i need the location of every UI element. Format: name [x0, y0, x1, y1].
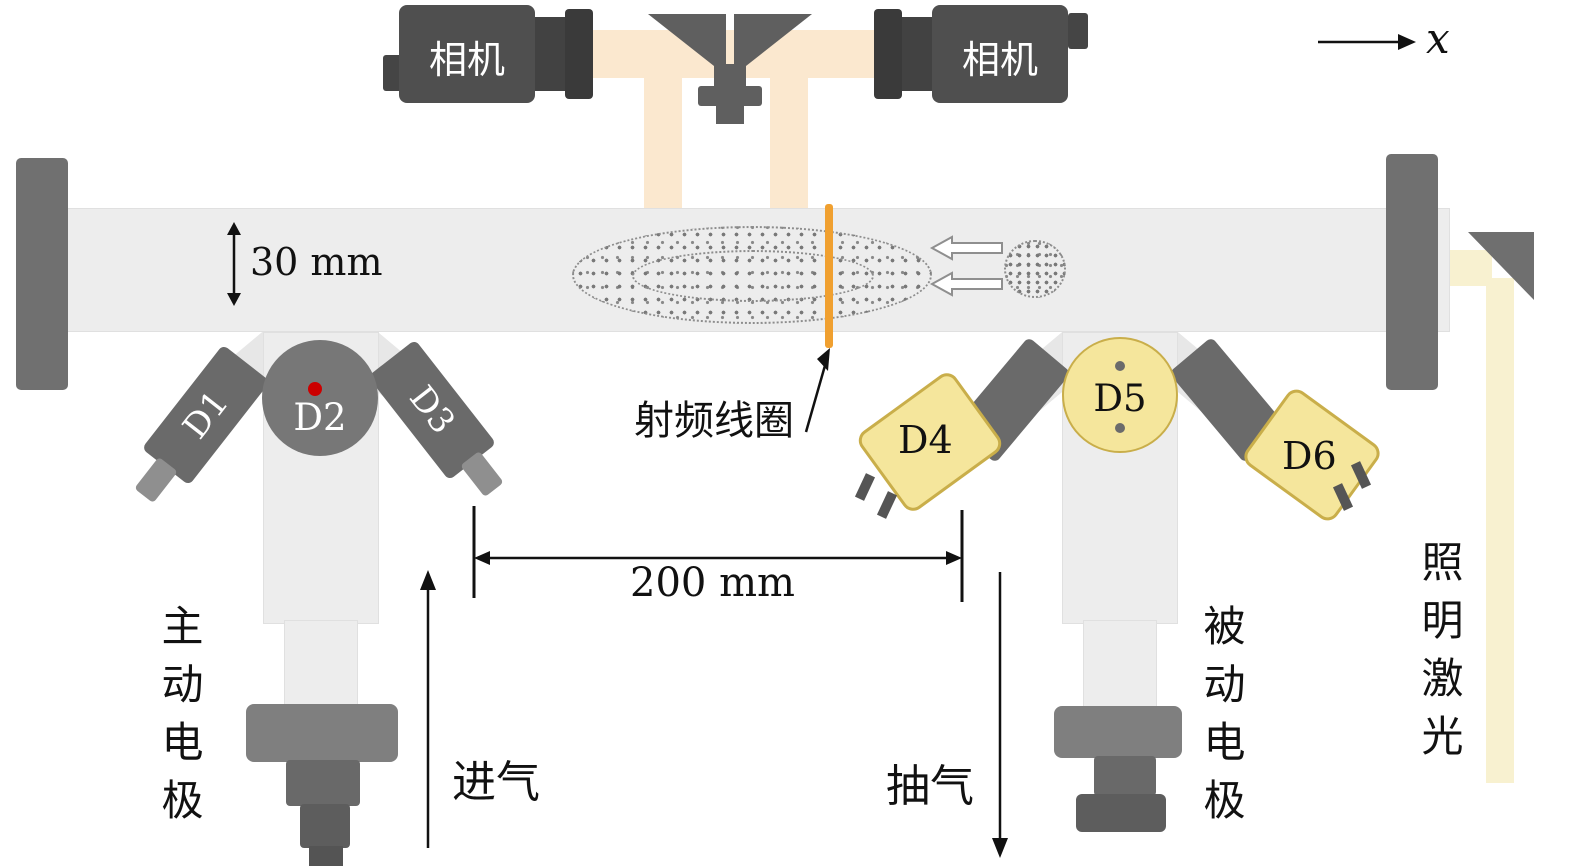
tube-endcap-right	[1386, 154, 1438, 390]
detector-d2-label: D2	[293, 396, 347, 439]
detector-d6-label: D6	[1282, 434, 1337, 478]
dust-cloud-small	[1004, 240, 1066, 298]
gas-flow-arrows-icon	[929, 235, 1003, 297]
electrode-stack-right-2	[1094, 756, 1156, 796]
rf-coil-label: 射频线圈	[634, 398, 794, 444]
laser-spot-red-dot	[308, 382, 322, 396]
tube-endcap-left	[16, 158, 68, 390]
tube-height-label: 30 mm	[250, 240, 383, 284]
detector-d5-dot-top	[1115, 361, 1125, 371]
electrode-stack-left-3	[300, 804, 350, 848]
camera-left-cap	[565, 9, 593, 99]
camera-right-cap	[874, 9, 902, 99]
electrode-spacing-arrow	[472, 506, 964, 602]
electrode-stack-left-1	[246, 704, 398, 762]
camera-left: 相机	[383, 5, 595, 107]
tube-height-arrow	[227, 222, 241, 306]
dust-cloud-inner-ring	[632, 250, 874, 302]
electrode-stack-left-2	[286, 760, 360, 806]
camera-left-lens	[535, 17, 565, 91]
x-axis-label: x	[1426, 14, 1450, 63]
gas-inlet-label: 进气	[452, 757, 540, 808]
detector-d4-label: D4	[898, 418, 953, 462]
electrode-stack-right-3	[1076, 794, 1166, 832]
illumination-laser-label: 照明激光	[1415, 540, 1464, 772]
rf-coil-line	[825, 204, 833, 348]
dust-dispenser-funnel	[648, 14, 812, 124]
gas-inlet-arrow	[420, 570, 436, 848]
vertical-tube-neck-left	[284, 620, 358, 712]
rf-coil-pointer-arrow	[804, 348, 830, 433]
dust-cloud-main	[572, 226, 932, 324]
camera-conduit-vertical-right	[770, 55, 808, 213]
detector-d5-window: D5	[1062, 337, 1178, 453]
detector-d5-label: D5	[1093, 377, 1147, 420]
detector-d4-pin-1	[854, 473, 876, 501]
detector-d5-dot-bottom	[1115, 423, 1125, 433]
camera-left-label: 相机	[428, 38, 505, 82]
camera-right-lens	[902, 17, 932, 91]
vertical-tube-neck-right	[1083, 620, 1157, 712]
detector-d1-label: D1	[175, 383, 237, 447]
active-electrode-label: 主动电极	[155, 604, 204, 836]
laser-mirror	[1468, 232, 1534, 300]
camera-conduit-vertical-left	[644, 55, 682, 213]
camera-right-knob	[1068, 13, 1088, 49]
detector-d3-label: D3	[401, 378, 463, 442]
detector-d2-window: D2	[262, 340, 378, 456]
camera-right-label: 相机	[961, 38, 1038, 82]
gas-outlet-label: 抽气	[886, 761, 974, 812]
camera-left-body	[399, 5, 535, 103]
camera-right: 相机	[874, 5, 1088, 107]
gas-outlet-arrow	[992, 572, 1008, 858]
electrode-spacing-label: 200 mm	[630, 560, 795, 606]
x-axis-arrow	[1318, 34, 1416, 50]
electrode-stack-left-4	[309, 846, 343, 866]
laser-beam-vertical	[1486, 278, 1514, 783]
camera-right-body	[932, 5, 1068, 103]
electrode-stack-right-1	[1054, 706, 1182, 758]
passive-electrode-label: 被动电极	[1197, 604, 1246, 836]
